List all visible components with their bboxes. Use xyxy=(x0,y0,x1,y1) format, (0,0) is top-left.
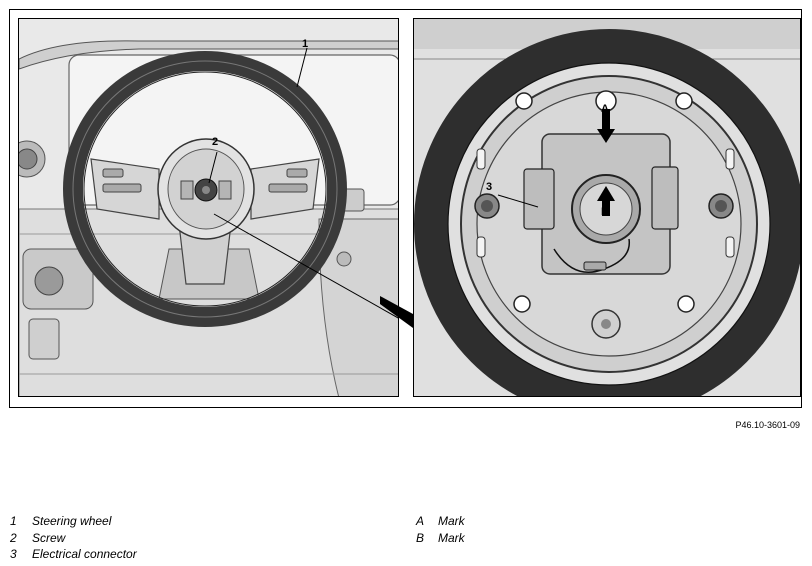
hub-detail-drawing xyxy=(414,19,800,396)
legend-num: A xyxy=(416,514,425,528)
hub-detail-illustration xyxy=(413,18,801,397)
callout-3: 3 xyxy=(486,181,493,193)
legend-label: Mark xyxy=(438,514,465,528)
legend-item: 1 Steering wheel xyxy=(10,513,137,530)
legend-label: Steering wheel xyxy=(32,514,112,528)
legend-item: B Mark xyxy=(416,530,465,547)
legend-item: A Mark xyxy=(416,513,465,530)
legend-num: 1 xyxy=(10,514,17,528)
steering-wheel-overview-illustration xyxy=(18,18,399,397)
legend-num: 3 xyxy=(10,547,17,561)
figure-code: P46.10-3601-09 xyxy=(735,420,800,430)
legend-label: Mark xyxy=(438,530,465,545)
dashboard-drawing xyxy=(19,19,398,396)
callout-1: 1 xyxy=(302,38,309,50)
legend-item: 3 Electrical connector xyxy=(10,546,137,563)
callout-mark-b: B xyxy=(601,206,609,218)
legend-right: A Mark B Mark xyxy=(416,513,465,546)
figure-frame xyxy=(9,9,802,408)
legend-num: 2 xyxy=(10,530,17,545)
legend-label: Screw xyxy=(32,530,66,545)
callout-mark-a: A xyxy=(601,103,609,115)
legend-item: 2 Screw xyxy=(10,530,137,547)
callout-2: 2 xyxy=(212,136,219,148)
legend-num: B xyxy=(416,530,425,545)
legend-left: 1 Steering wheel 2 Screw 3 Electrical conne… xyxy=(10,513,137,563)
legend-label: Electrical connector xyxy=(32,547,137,561)
detail-pointer xyxy=(380,296,413,328)
